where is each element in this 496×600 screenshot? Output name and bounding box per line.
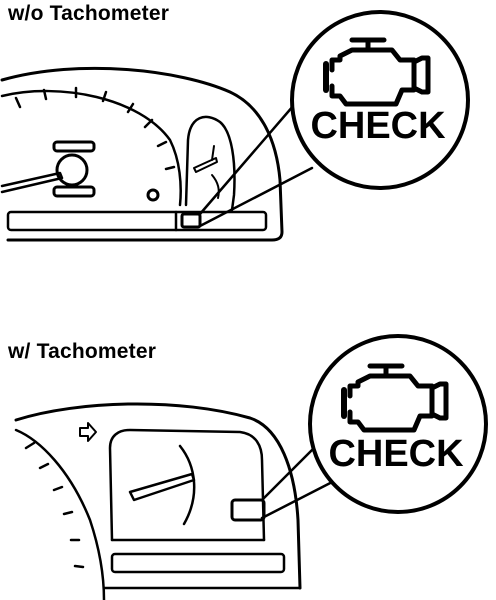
odometer-window-lower — [52, 185, 96, 198]
gauge-needle-lower — [128, 472, 196, 502]
check-label-top: CHECK — [310, 105, 446, 147]
gauge-pod — [184, 115, 236, 212]
display-strip — [6, 210, 268, 232]
check-engine-lamp — [180, 212, 202, 229]
gauge-needle — [193, 157, 218, 173]
cluster-without-tachometer — [0, 66, 314, 242]
speedometer-ticks — [14, 86, 176, 171]
engine-icon — [341, 363, 449, 433]
check-engine-lamp-lower — [230, 498, 266, 522]
section-heading-with-tachometer: w/ Tachometer — [8, 340, 157, 363]
turn-signal-arrow-icon — [79, 422, 97, 442]
leader-line-lower — [198, 166, 314, 228]
check-label-bottom: CHECK — [328, 433, 464, 475]
gauge-pod-lower — [108, 428, 266, 542]
tachometer-ticks — [24, 441, 85, 569]
callout-circle-bottom — [308, 334, 488, 514]
trip-knob — [146, 188, 160, 202]
odometer-window-upper — [52, 140, 96, 153]
section-heading-without-tachometer: w/o Tachometer — [8, 2, 170, 25]
speedometer-hub — [55, 153, 89, 187]
speedometer-needle — [0, 171, 64, 194]
display-strip-lower — [110, 552, 286, 574]
cluster-with-tachometer — [14, 402, 342, 600]
engine-icon — [323, 37, 431, 107]
leader-line-upper — [198, 96, 302, 216]
